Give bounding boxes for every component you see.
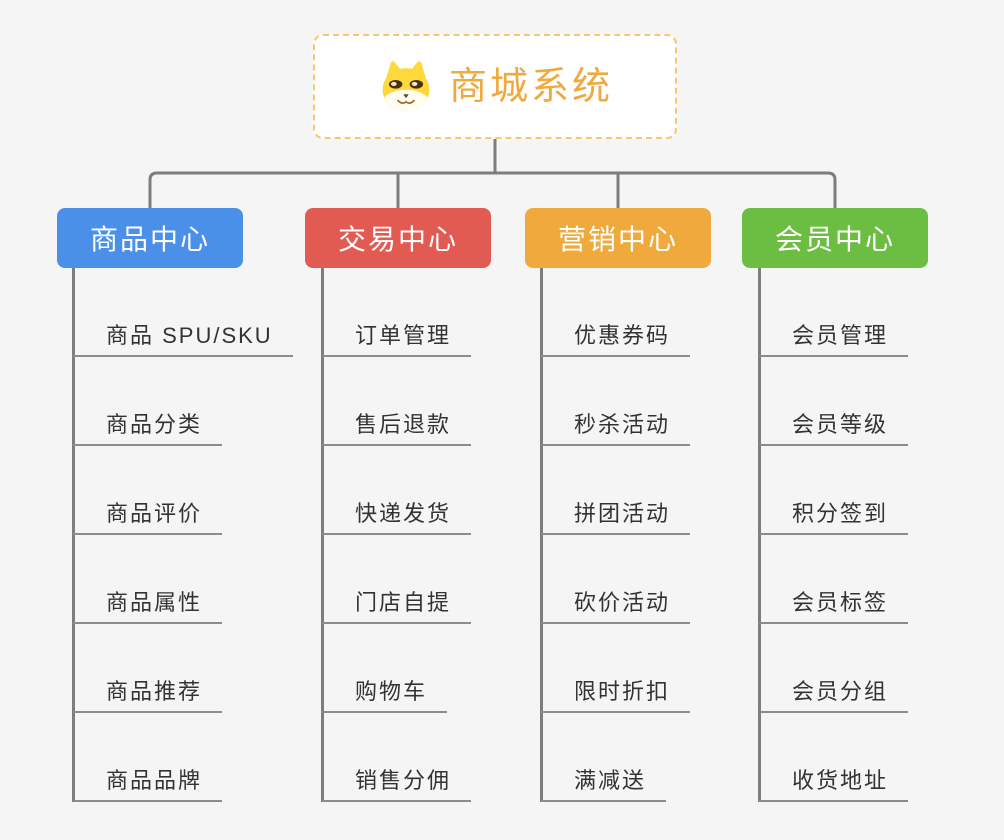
leaf-node-coupon-code[interactable]: 优惠券码 (541, 323, 691, 357)
leaf-node-group-buy[interactable]: 拼团活动 (541, 501, 691, 535)
leaf-node-shipping-address[interactable]: 收货地址 (759, 768, 909, 802)
branch-node-trade-center[interactable]: 交易中心 (305, 208, 491, 268)
leaf-node-member-level[interactable]: 会员等级 (759, 412, 909, 446)
leaf-node-store-pickup[interactable]: 门店自提 (322, 590, 472, 624)
branch-connector-line (72, 268, 75, 802)
leaf-node-product-spu-sku[interactable]: 商品 SPU/SKU (73, 323, 293, 357)
leaf-node-flash-sale[interactable]: 秒杀活动 (541, 412, 691, 446)
leaf-node-order-management[interactable]: 订单管理 (322, 323, 472, 357)
leaf-node-product-recommend[interactable]: 商品推荐 (73, 679, 223, 713)
root-node-title: 商城系统 (448, 65, 613, 108)
leaf-node-member-group[interactable]: 会员分组 (759, 679, 909, 713)
leaf-node-express-shipping[interactable]: 快递发货 (322, 501, 472, 535)
leaf-node-product-review[interactable]: 商品评价 (73, 501, 223, 535)
dog-face-icon (382, 60, 430, 111)
leaf-node-aftersale-refund[interactable]: 售后退款 (322, 412, 472, 446)
branch-node-product-center[interactable]: 商品中心 (57, 208, 243, 268)
leaf-node-product-category[interactable]: 商品分类 (73, 412, 223, 446)
branch-connector-line (321, 268, 324, 802)
leaf-node-limited-time-discount[interactable]: 限时折扣 (541, 679, 691, 713)
leaf-node-member-tag[interactable]: 会员标签 (759, 590, 909, 624)
leaf-node-product-brand[interactable]: 商品品牌 (73, 768, 223, 802)
leaf-node-sales-commission[interactable]: 销售分佣 (322, 768, 472, 802)
leaf-node-member-management[interactable]: 会员管理 (759, 323, 909, 357)
leaf-node-shopping-cart[interactable]: 购物车 (322, 679, 448, 713)
branch-connector-line (540, 268, 543, 802)
leaf-node-bargain-activity[interactable]: 砍价活动 (541, 590, 691, 624)
leaf-node-spend-and-save[interactable]: 满减送 (541, 768, 667, 802)
branch-node-marketing-center[interactable]: 营销中心 (525, 208, 711, 268)
leaf-node-points-checkin[interactable]: 积分签到 (759, 501, 909, 535)
branch-node-member-center[interactable]: 会员中心 (742, 208, 928, 268)
root-node-mall-system[interactable]: 商城系统 (313, 34, 677, 139)
branch-connector-line (758, 268, 761, 802)
leaf-node-product-attribute[interactable]: 商品属性 (73, 590, 223, 624)
